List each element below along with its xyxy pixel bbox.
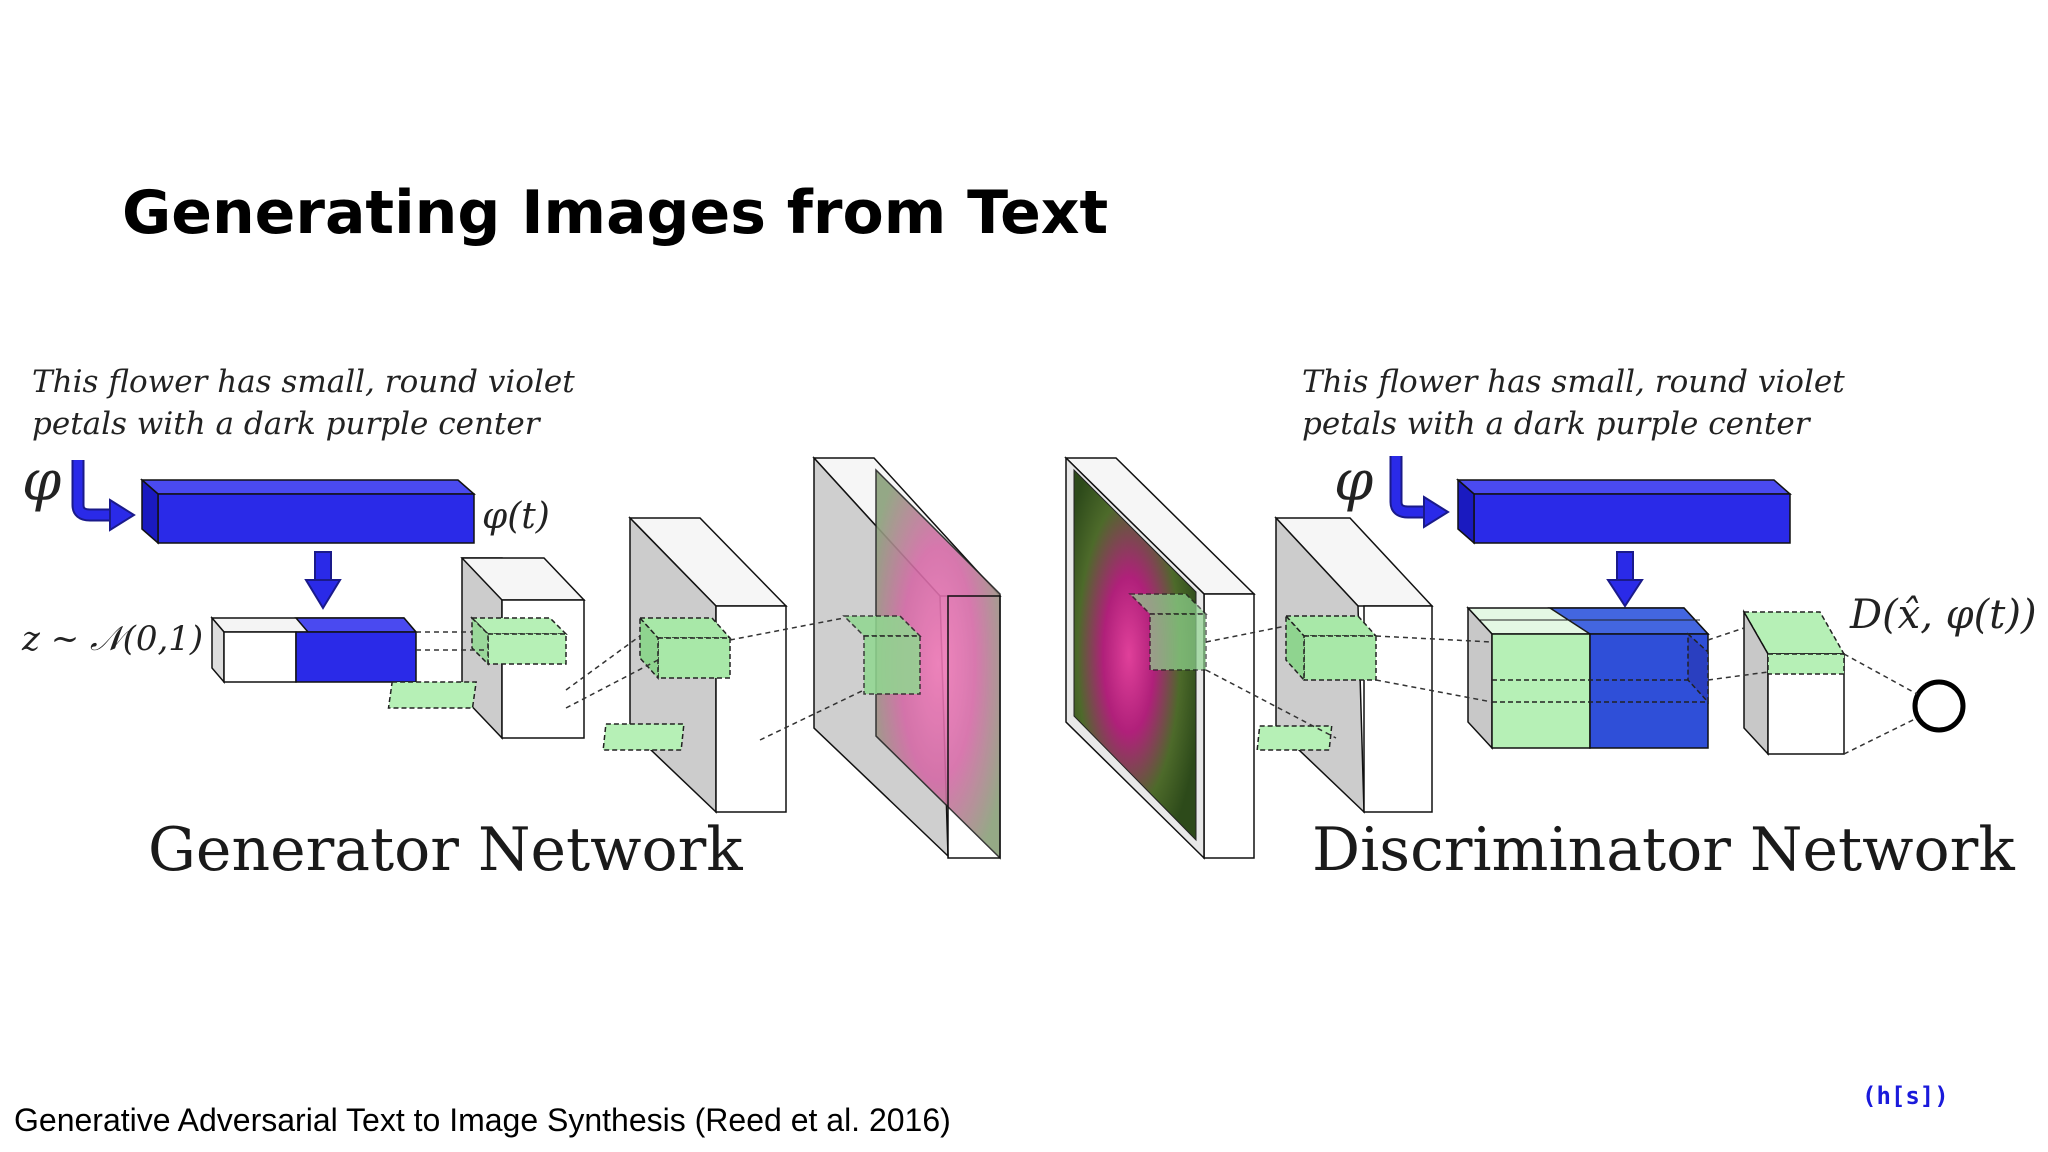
d-output-label: D(x̂, φ(t)) [1849,592,2037,638]
generator-block-2 [602,516,788,814]
generator-network-label: Generator Network [148,815,743,885]
discriminator-caption-line2: petals with a dark purple center [1302,406,1812,442]
discriminator-phi-symbol: φ [1334,449,1373,514]
generator-down-arrow-icon [304,551,342,610]
discriminator-output-node [1912,679,1966,733]
noise-concat-bar [210,615,418,685]
generator-connectors [416,617,865,741]
brand-logo: (h[s]) [1862,1082,1949,1110]
generated-image-slab [812,456,1002,860]
discriminator-caption-line1: This flower has small, round violet [1302,364,1845,400]
generator-text-embedding-bar [140,478,476,545]
citation-footer: Generative Adversarial Text to Image Syn… [14,1102,951,1138]
discriminator-final-block [1742,609,1846,756]
discriminator-network-label: Discriminator Network [1312,815,2015,885]
generator-block-1 [387,557,586,740]
phi-t-label: φ(t) [482,496,550,537]
generator-curved-arrow-icon [71,460,136,532]
discriminator-input-image-slab [1064,456,1256,860]
discriminator-concat-block [1466,606,1710,750]
slide-title: Generating Images from Text [122,178,1109,248]
discriminator-text-embedding-bar [1456,478,1792,545]
discriminator-down-arrow-icon [1606,551,1644,608]
discriminator-block-1 [1256,516,1434,814]
discriminator-connectors [1205,625,1918,755]
generator-phi-symbol: φ [22,449,61,514]
generator-caption-line2: petals with a dark purple center [32,406,542,442]
generator-caption-line1: This flower has small, round violet [32,364,575,400]
z-noise-label: z ~ 𝒩(0,1) [21,619,203,659]
discriminator-curved-arrow-icon [1389,456,1450,529]
